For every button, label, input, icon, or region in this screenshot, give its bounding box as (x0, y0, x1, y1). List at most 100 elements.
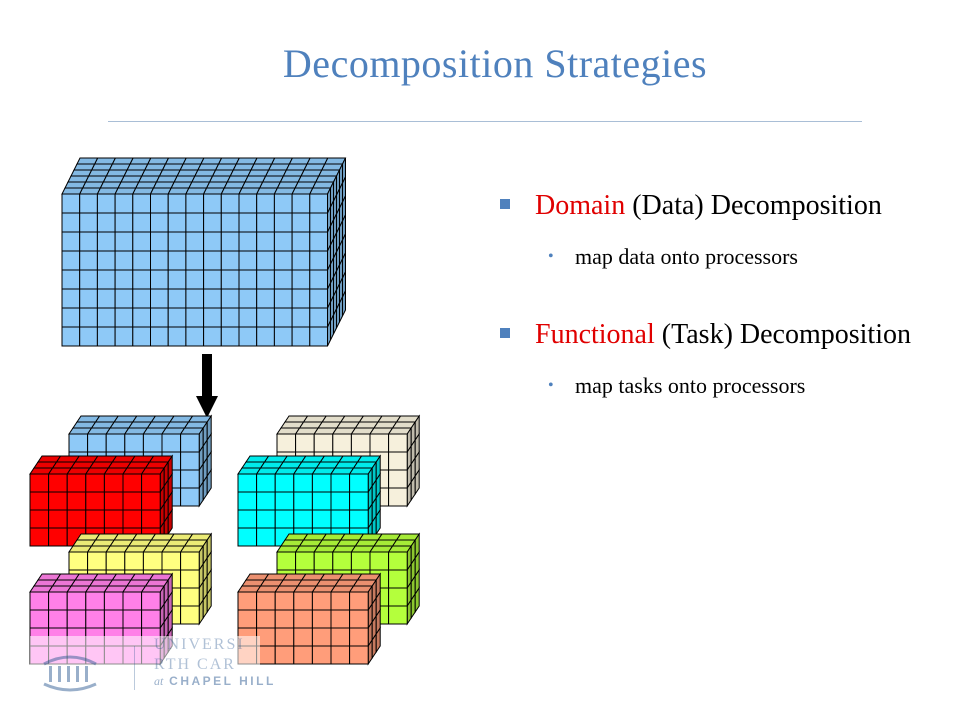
block-front-cell (388, 587, 408, 607)
block-front-cell (203, 231, 222, 252)
block-front-cell (68, 433, 89, 453)
block-front-cell (273, 307, 293, 328)
block-front-cell (132, 250, 151, 271)
block-front-cell (220, 288, 240, 309)
block-front-cell (349, 645, 369, 665)
block-front-cell (256, 269, 275, 290)
block-front-cell (114, 307, 134, 328)
block-front-cell (114, 269, 134, 290)
block-front-cell (114, 212, 134, 233)
block-front-cell (256, 326, 275, 347)
block-front-cell (150, 288, 169, 309)
block-front-cell (256, 250, 275, 271)
square-bullet-icon (500, 328, 510, 338)
block-front-cell (142, 551, 163, 571)
block-front-cell (61, 231, 81, 252)
block-front-cell (85, 509, 105, 529)
block-front-cell (237, 609, 258, 629)
bullet-domain-rest: (Data) Decomposition (625, 190, 882, 221)
block-front-cell (311, 473, 332, 493)
block-front-cell (203, 193, 222, 214)
block-front-cell (185, 307, 205, 328)
block-front-cell (167, 250, 187, 271)
block-front-cell (87, 433, 107, 453)
block-front-cell (66, 509, 87, 529)
block-front-cell (388, 451, 408, 471)
block-front-cell (79, 212, 98, 233)
block-front-cell (48, 527, 68, 547)
block-front-cell (273, 212, 293, 233)
block-front-cell (96, 250, 116, 271)
block-front-cell (150, 231, 169, 252)
block-front-cell (167, 193, 187, 214)
block-front-cell (293, 609, 313, 629)
old-well-icon (43, 655, 97, 692)
block-front-cell (369, 433, 390, 453)
block-front-cell (238, 212, 258, 233)
block-front-cell (330, 491, 351, 511)
block-front-cell (96, 326, 116, 347)
block-front-cell (180, 487, 200, 507)
block-front-cell (293, 645, 313, 665)
bullet-list: Domain (Data) Decomposition • map data o… (500, 188, 940, 400)
block-front-cell (274, 491, 295, 511)
block-front-cell (132, 269, 151, 290)
logo-text-campus: CHAPEL HILL (163, 674, 276, 688)
block-front-cell (311, 591, 332, 611)
block-front-cell (180, 587, 200, 607)
block-front-cell (291, 231, 311, 252)
block-front-cell (273, 193, 293, 214)
block-front-cell (103, 609, 124, 629)
block-front-cell (185, 269, 205, 290)
block-front-cell (220, 193, 240, 214)
block-front-cell (349, 609, 369, 629)
block-front-cell (48, 509, 68, 529)
block-front-cell (291, 288, 311, 309)
logo-text-at: at (154, 674, 164, 688)
block-front-cell (103, 473, 124, 493)
block-front-cell (180, 551, 200, 571)
block-front-cell (332, 433, 352, 453)
block-front-cell (79, 250, 98, 271)
block-front-cell (256, 509, 276, 529)
block-front-cell (238, 193, 258, 214)
block-front-cell (273, 326, 293, 347)
block-front-cell (141, 509, 161, 529)
bullet-functional: Functional (Task) Decomposition (500, 317, 940, 352)
block-front-cell (79, 193, 98, 214)
block-front-cell (274, 645, 295, 665)
bullet-group-functional: Functional (Task) Decomposition • map ta… (500, 317, 940, 400)
block-front-cell (349, 627, 369, 647)
block-front-cell (349, 491, 369, 511)
block-front-cell (291, 326, 311, 347)
block-front-cell (150, 326, 169, 347)
block-front-cell (85, 591, 105, 611)
block-front-cell (66, 491, 87, 511)
block-front-cell (141, 609, 161, 629)
block-front-cell (203, 269, 222, 290)
block-front-cell (388, 605, 408, 625)
block-front-cell (96, 307, 116, 328)
bullet-functional-rest: (Task) Decomposition (654, 319, 911, 350)
block-front-cell (350, 433, 371, 453)
block-front-cell (29, 473, 50, 493)
dot-bullet-icon: • (548, 377, 554, 394)
block-front-cell (61, 307, 81, 328)
block-front-cell (122, 609, 143, 629)
block-front-cell (274, 609, 295, 629)
block-front-cell (332, 551, 352, 571)
block-front-cell (311, 627, 332, 647)
block-front-cell (293, 509, 313, 529)
block-front-cell (203, 307, 222, 328)
block-front-cell (276, 551, 297, 571)
square-bullet-icon (500, 199, 510, 209)
block-front-cell (61, 288, 81, 309)
block-front-cell (167, 326, 187, 347)
block-front-cell (132, 231, 151, 252)
block-front-cell (150, 269, 169, 290)
block-front-cell (330, 509, 351, 529)
block-front-cell (220, 326, 240, 347)
block-front-cell (79, 231, 98, 252)
block-front-cell (132, 326, 151, 347)
block-side-cell (375, 508, 381, 536)
